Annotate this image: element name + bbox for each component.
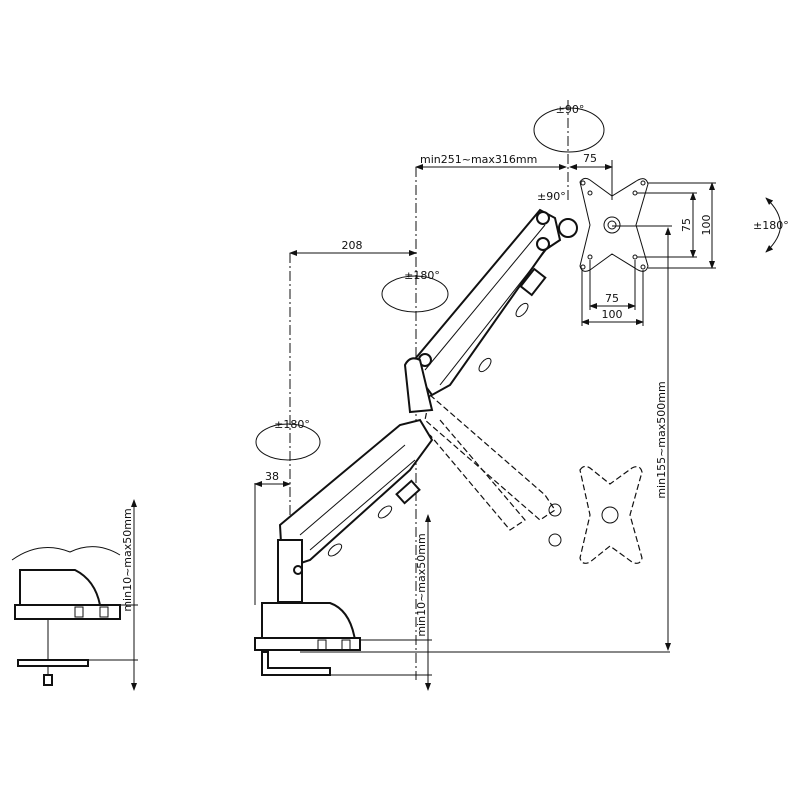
vesa-h-large-label: 100: [602, 308, 623, 321]
vesa-v-small-label: 75: [680, 218, 693, 232]
lower-rotation-label: ±180°: [274, 418, 310, 431]
screen-rotation-indicator: ±180°: [753, 197, 789, 253]
vesa-h-small-label: 75: [605, 292, 619, 305]
tilt-label: ±90°: [537, 190, 566, 203]
height-dimension: min155~max500mm: [612, 225, 672, 651]
vesa-v-large-label: 100: [700, 215, 713, 236]
mid-rotation-label: ±180°: [404, 269, 440, 282]
center-desk-thickness-dimension: min10~max50mm: [330, 514, 432, 691]
vesa-vertical-dimensions: 75 100: [637, 182, 716, 269]
upper-offset-dimension: 208: [289, 239, 417, 256]
screen-rotation-label: ±180°: [753, 219, 789, 232]
base-offset-label: 38: [265, 470, 279, 483]
lowered-arm-ghost: [424, 393, 643, 564]
clamp-side-detail: min10~max50mm: [11, 499, 138, 691]
monitor-arm: [254, 208, 578, 676]
upper-offset-label: 208: [342, 239, 363, 252]
mid-rotation-indicator: ±180°: [381, 269, 449, 313]
base-offset-dimension: 38: [254, 470, 291, 605]
lower-rotation-indicator: ±180°: [255, 418, 321, 461]
vesa-plate-upper: [579, 177, 649, 272]
top-rotation-indicator: ±90°: [533, 103, 605, 153]
height-range-label: min155~max500mm: [655, 381, 668, 498]
desk-thickness-center-label: min10~max50mm: [415, 533, 428, 636]
top-rotation-label: ±90°: [556, 103, 585, 116]
desk-thickness-left-label: min10~max50mm: [121, 508, 134, 611]
arm-reach-dimension: min251~max316mm 75: [415, 152, 613, 200]
head-offset-label: 75: [583, 152, 597, 165]
arm-reach-label: min251~max316mm: [420, 153, 537, 166]
vesa-horizontal-dimensions: 75 100: [581, 260, 644, 326]
